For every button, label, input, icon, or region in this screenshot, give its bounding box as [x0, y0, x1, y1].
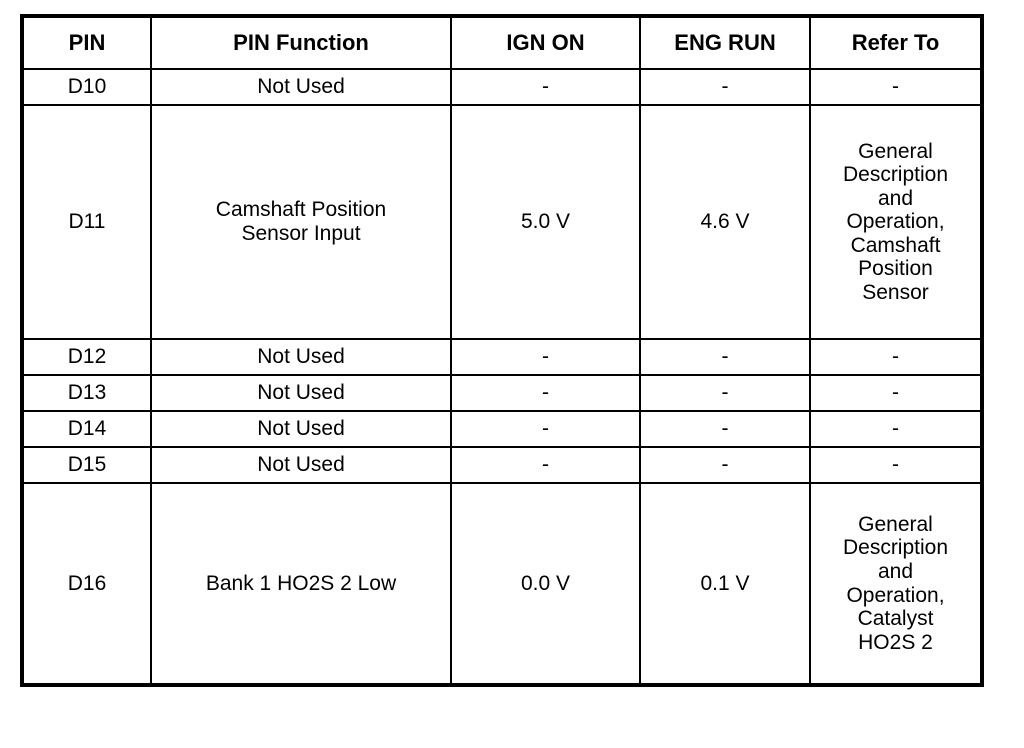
cell-function: Bank 1 HO2S 2 Low	[150, 482, 452, 686]
cell-refer-to: -	[809, 374, 983, 412]
cell-refer-to: -	[809, 410, 983, 448]
cell-refer-to: -	[809, 446, 983, 484]
cell-eng-run: -	[639, 374, 811, 412]
cell-ign-on: -	[450, 338, 641, 376]
column-header-refer-to: Refer To	[809, 15, 983, 70]
cell-eng-run: -	[639, 446, 811, 484]
cell-function: Not Used	[150, 374, 452, 412]
cell-ign-on: -	[450, 446, 641, 484]
table-row: D14 Not Used - - -	[21, 410, 983, 448]
cell-ign-on: -	[450, 410, 641, 448]
column-header-eng-run: ENG RUN	[639, 15, 811, 70]
cell-pin: D16	[21, 482, 152, 686]
cell-pin: D10	[21, 68, 152, 106]
table-header-row: PIN PIN Function IGN ON ENG RUN Refer To	[21, 15, 983, 70]
cell-eng-run: -	[639, 68, 811, 106]
cell-pin: D15	[21, 446, 152, 484]
cell-eng-run: 4.6 V	[639, 104, 811, 340]
cell-function: Camshaft Position Sensor Input	[150, 104, 452, 340]
cell-ign-on: -	[450, 374, 641, 412]
cell-refer-to: -	[809, 68, 983, 106]
table-row: D11 Camshaft Position Sensor Input 5.0 V…	[21, 104, 983, 340]
cell-pin: D14	[21, 410, 152, 448]
cell-function: Not Used	[150, 338, 452, 376]
cell-refer-to: General Description and Operation, Catal…	[809, 482, 983, 686]
cell-ign-on: 5.0 V	[450, 104, 641, 340]
table-row: D15 Not Used - - -	[21, 446, 983, 484]
table-header: PIN PIN Function IGN ON ENG RUN Refer To	[21, 15, 983, 70]
cell-pin: D11	[21, 104, 152, 340]
cell-function: Not Used	[150, 446, 452, 484]
cell-ign-on: 0.0 V	[450, 482, 641, 686]
pin-assignment-table: PIN PIN Function IGN ON ENG RUN Refer To…	[20, 14, 984, 687]
cell-eng-run: -	[639, 338, 811, 376]
cell-refer-to: -	[809, 338, 983, 376]
cell-function: Not Used	[150, 410, 452, 448]
cell-eng-run: 0.1 V	[639, 482, 811, 686]
column-header-ign-on: IGN ON	[450, 15, 641, 70]
table-row: D10 Not Used - - -	[21, 68, 983, 106]
table-row: D12 Not Used - - -	[21, 338, 983, 376]
cell-pin: D13	[21, 374, 152, 412]
cell-refer-to: General Description and Operation, Camsh…	[809, 104, 983, 340]
cell-ign-on: -	[450, 68, 641, 106]
table-row: D16 Bank 1 HO2S 2 Low 0.0 V 0.1 V Genera…	[21, 482, 983, 686]
column-header-function: PIN Function	[150, 15, 452, 70]
cell-eng-run: -	[639, 410, 811, 448]
table-row: D13 Not Used - - -	[21, 374, 983, 412]
cell-pin: D12	[21, 338, 152, 376]
table-body: D10 Not Used - - - D11 Camshaft Position…	[21, 68, 983, 686]
column-header-pin: PIN	[21, 15, 152, 70]
cell-function: Not Used	[150, 68, 452, 106]
